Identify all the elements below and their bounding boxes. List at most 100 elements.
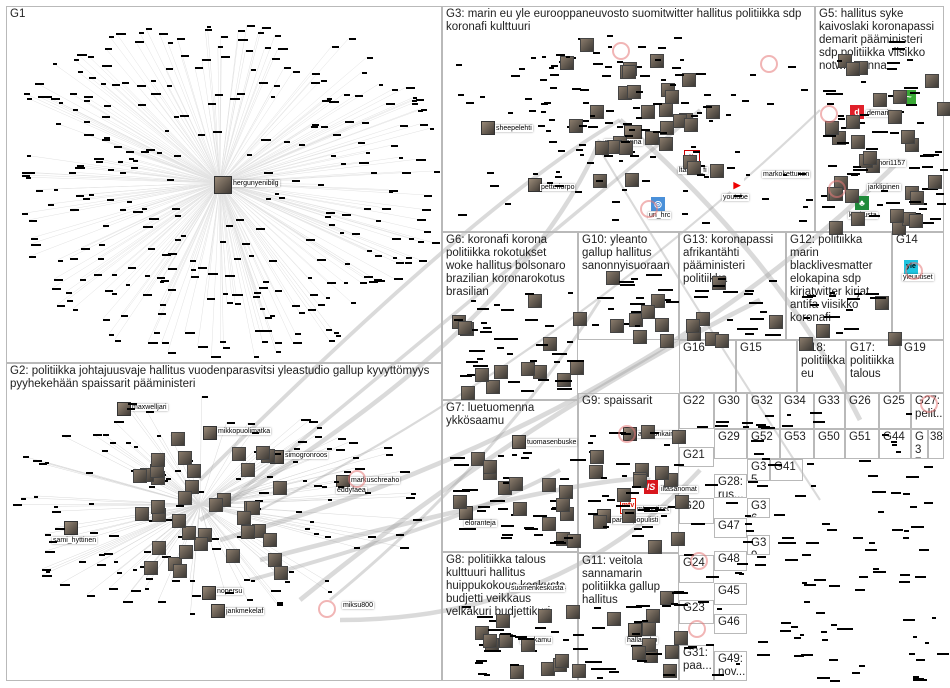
node-marker xyxy=(715,425,728,427)
node-marker xyxy=(533,173,538,175)
node-marker xyxy=(547,182,553,184)
node-marker xyxy=(490,185,499,187)
node-marker xyxy=(23,456,29,458)
node-marker xyxy=(674,37,682,39)
node-marker xyxy=(87,595,95,597)
node-marker xyxy=(366,152,370,154)
node-marker xyxy=(745,523,752,525)
group-label: G30 xyxy=(718,395,740,408)
node-marker xyxy=(878,511,885,513)
node-marker xyxy=(57,305,65,307)
node-avatar xyxy=(538,609,552,623)
node-marker xyxy=(844,328,859,330)
node-marker xyxy=(661,79,665,81)
node-marker xyxy=(635,325,641,327)
node-marker xyxy=(478,506,490,508)
node-marker xyxy=(765,334,780,336)
node-marker xyxy=(259,82,268,84)
node-marker xyxy=(293,461,298,463)
node-marker xyxy=(89,194,94,196)
node-marker xyxy=(247,154,252,156)
node-marker xyxy=(458,94,464,96)
node-marker xyxy=(576,149,583,151)
node-marker xyxy=(102,65,112,67)
node-marker xyxy=(830,292,835,294)
node-marker xyxy=(555,185,564,187)
node-marker xyxy=(887,62,900,64)
node-marker xyxy=(60,584,70,586)
node-marker xyxy=(305,528,309,530)
node-marker xyxy=(573,634,583,636)
node-marker xyxy=(293,342,303,344)
node-avatar xyxy=(458,321,472,335)
group-label: G6: koronafi korona politiikka rokotukse… xyxy=(446,234,576,299)
node-marker xyxy=(237,93,245,95)
node-marker xyxy=(13,504,23,506)
node-marker xyxy=(623,123,632,125)
node-label: sami_hyttinen xyxy=(52,537,97,544)
node-marker xyxy=(359,162,369,164)
node-marker xyxy=(167,85,172,87)
node-marker xyxy=(757,556,766,558)
node-marker xyxy=(104,137,110,139)
node-marker xyxy=(266,198,271,200)
node-marker xyxy=(655,509,664,511)
node-marker xyxy=(806,199,813,201)
node-marker xyxy=(190,580,195,582)
node-marker xyxy=(277,604,283,606)
node-marker xyxy=(588,442,594,444)
node-marker xyxy=(861,81,867,83)
node-marker xyxy=(89,503,94,505)
node-marker xyxy=(811,485,816,487)
node-marker xyxy=(162,254,172,256)
node-marker xyxy=(202,59,211,61)
node-marker xyxy=(389,190,398,192)
node-marker xyxy=(418,110,423,112)
node-marker xyxy=(80,279,86,281)
node-marker xyxy=(550,542,566,544)
node-marker xyxy=(120,172,126,174)
node-marker xyxy=(332,46,339,48)
node-marker xyxy=(642,526,653,528)
node-marker xyxy=(727,319,732,321)
node-marker xyxy=(52,511,61,513)
node-avatar xyxy=(628,623,642,637)
node-marker xyxy=(907,59,913,61)
node-marker xyxy=(605,122,614,124)
self-loop-ring xyxy=(820,105,838,123)
node-marker xyxy=(475,662,483,664)
node-avatar xyxy=(655,318,669,332)
node-marker xyxy=(521,390,534,392)
node-marker xyxy=(814,579,826,581)
node-marker xyxy=(247,599,253,601)
node-avatar xyxy=(135,507,149,521)
node-marker xyxy=(510,664,519,666)
node-marker xyxy=(259,492,268,494)
node-avatar xyxy=(610,319,624,333)
group-label: G45 xyxy=(718,585,740,598)
node-marker xyxy=(630,155,639,157)
node-marker xyxy=(911,526,924,528)
node-marker xyxy=(683,190,688,192)
node-marker xyxy=(147,294,151,296)
node-marker xyxy=(259,287,267,289)
node-marker xyxy=(114,146,122,148)
node-marker xyxy=(274,85,279,87)
node-marker xyxy=(263,330,272,332)
node-avatar xyxy=(909,214,923,228)
node-marker xyxy=(260,308,265,310)
node-marker xyxy=(159,33,168,35)
node-marker xyxy=(331,155,336,157)
node-marker xyxy=(26,177,31,179)
node-marker xyxy=(107,199,113,201)
node-marker xyxy=(115,340,121,342)
node-marker xyxy=(399,157,404,159)
node-marker xyxy=(253,296,259,298)
node-marker xyxy=(99,244,106,246)
node-marker xyxy=(545,325,554,327)
node-marker xyxy=(697,112,702,114)
node-marker xyxy=(392,89,398,91)
node-marker xyxy=(535,627,546,629)
node-marker xyxy=(525,293,534,295)
node-marker xyxy=(801,654,813,656)
